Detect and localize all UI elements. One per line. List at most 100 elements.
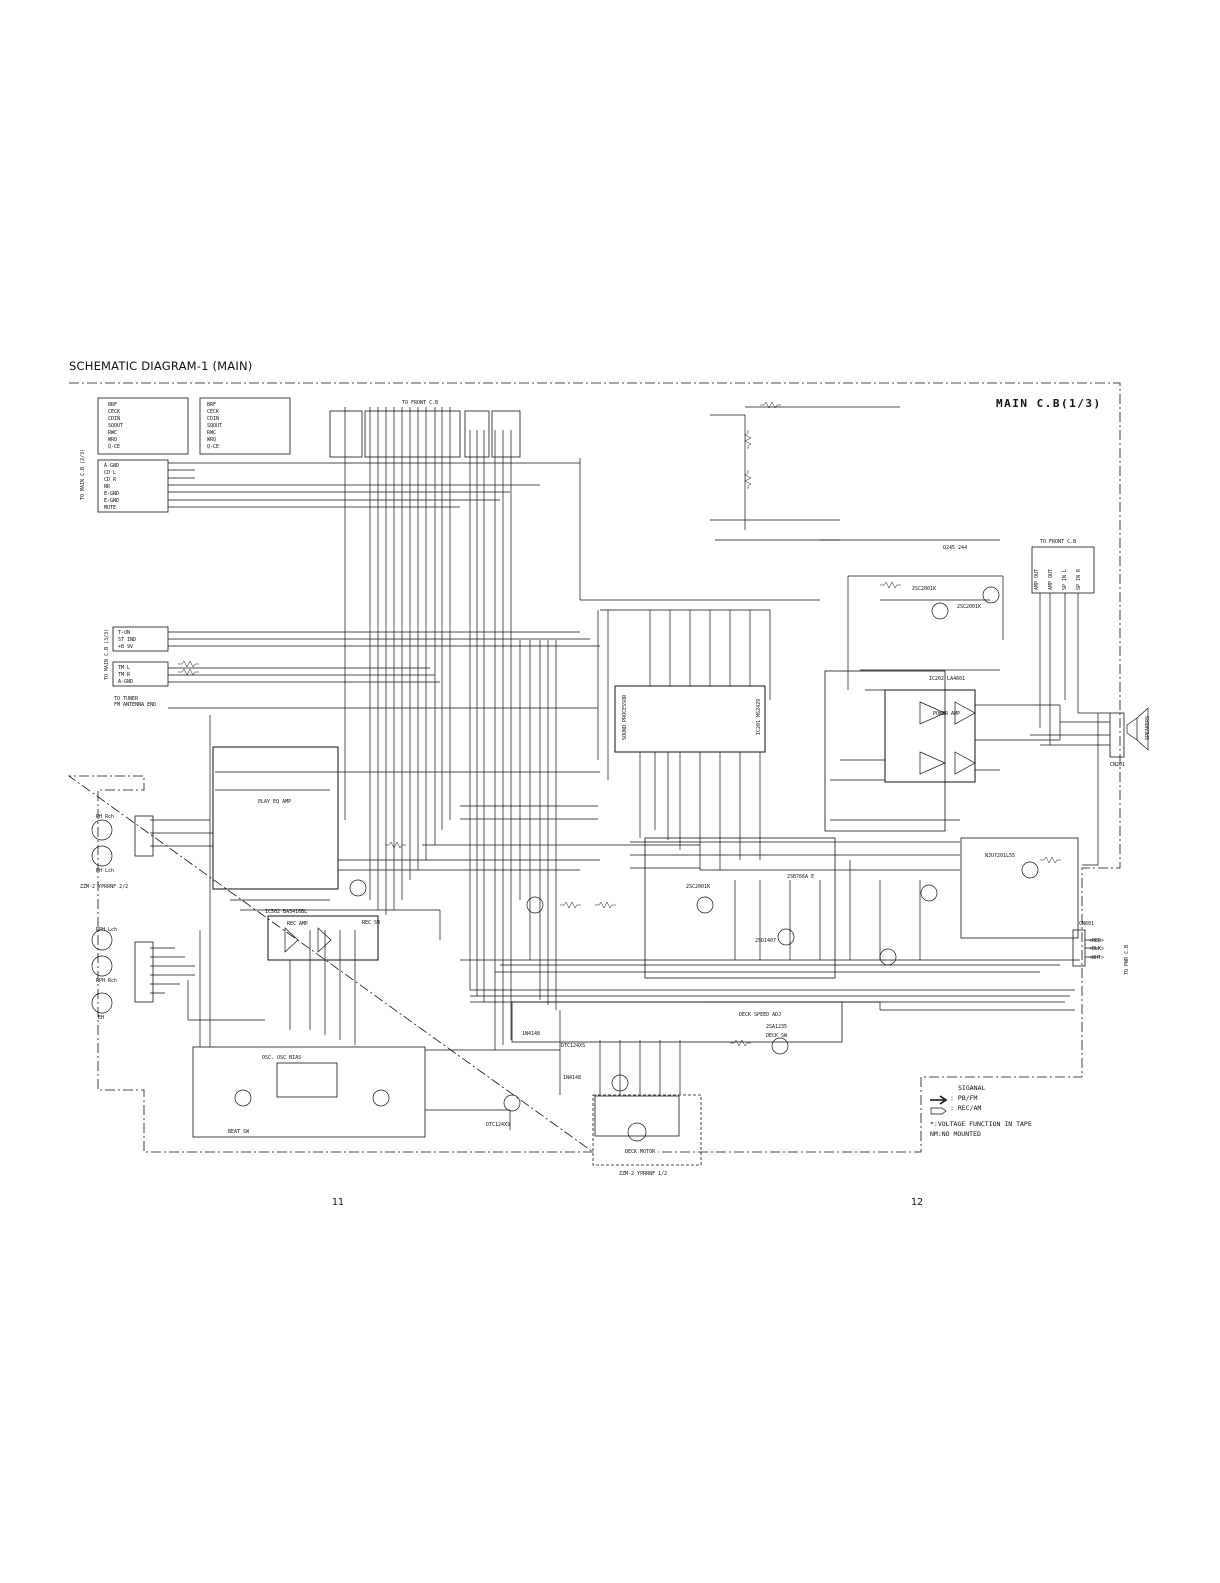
- q244-label: 2SC2001K: [912, 586, 936, 592]
- power-amp-label: POWER AMP: [933, 711, 960, 717]
- transistor-symbol: [349, 879, 367, 897]
- pin-label: SQOUT: [108, 423, 123, 429]
- rph-lch-label: RPH Lch: [96, 927, 117, 933]
- q503-label: 2SD1407: [755, 938, 776, 944]
- rph-rch-label: RPH Rch: [96, 978, 117, 984]
- pin-label: +B 9V: [118, 644, 133, 650]
- board-title: MAIN C.B(1/3): [996, 397, 1102, 410]
- rec-amp-label: REC AMP: [287, 921, 308, 927]
- jack-symbol: [91, 819, 113, 841]
- ic502-label: IC502 BA3416BL: [265, 909, 307, 915]
- pin-label: BRF: [207, 402, 216, 408]
- motor-symbol: [627, 1122, 647, 1142]
- pin-label: SQOUT: [207, 423, 222, 429]
- connector-block: [329, 410, 363, 458]
- wiring: [150, 406, 1110, 1130]
- amp-supply-block: [824, 670, 946, 832]
- connector-block: [97, 459, 169, 513]
- pb-arrow-icon: [930, 1095, 948, 1105]
- front-pin: AMP OUT: [1048, 569, 1054, 590]
- jack-symbol: [91, 992, 113, 1014]
- zzm-bottom-label: ZZM-2 YPRRNF 1/2: [619, 1171, 667, 1177]
- d762-label: 1N4148: [522, 1031, 540, 1037]
- ic202-label: IC202 LA4601: [929, 676, 965, 682]
- connector-block: [112, 661, 169, 687]
- eh-label: EH: [98, 1015, 104, 1021]
- pin-label: CECK: [108, 409, 120, 415]
- jack-symbol: [91, 955, 113, 977]
- sound-processor-label: SOUND PROCESSOR: [622, 694, 628, 740]
- jack-symbol: [91, 845, 113, 867]
- pin-label: TM R: [118, 672, 131, 678]
- beat-sw-label: BEAT SW: [228, 1129, 250, 1135]
- q501-label: 2SC2001K: [686, 884, 710, 890]
- transistor-symbol: [777, 928, 795, 946]
- connector-block: [97, 397, 189, 455]
- board-border: [67, 382, 1121, 1153]
- pin-label: WRQ: [108, 437, 117, 443]
- power-amp-ic: [884, 689, 976, 783]
- deck-connector: [594, 1095, 680, 1137]
- zzm-top-label: ZZM-2 YPRRNF 2/2: [80, 884, 128, 890]
- to-front-cb-right: TO FRONT C.B: [1040, 539, 1076, 545]
- front-pin: SP IN L: [1062, 569, 1068, 590]
- page-number-left: 11: [332, 1197, 345, 1208]
- legend-note-voltage: *:VOLTAGE FUNCTION IN TAPE: [930, 1120, 1032, 1128]
- legend-note-nm: NM:NO MOUNTED: [930, 1130, 981, 1138]
- deck-motor-label: DECK MOTOR: [625, 1149, 656, 1155]
- osc-label: OSC. OSC BIAS: [262, 1055, 301, 1061]
- resistors: [178, 401, 1061, 1047]
- pin-label: Q-CE: [108, 444, 120, 450]
- pwr-pin: <WHT>: [1089, 955, 1104, 961]
- transistor-symbol: [503, 1094, 521, 1112]
- pin-label: CDIN: [108, 416, 120, 422]
- legend: SIGANAL : PB/FM : REC/AM *:VOLTAGE FUNCT…: [930, 1083, 1032, 1139]
- transistor-symbol: [879, 948, 897, 966]
- deck-speed-label: DECK SPEED ADJ: [739, 1012, 781, 1018]
- pwr-connector: [1072, 929, 1086, 967]
- q770-label: 2SA1235: [766, 1024, 787, 1030]
- front-pin: SP IN R: [1076, 568, 1082, 590]
- q245-label: Q245 244: [943, 545, 967, 551]
- rec-amp-ic: [267, 915, 379, 961]
- speakers-label: SPEAKERS: [1145, 716, 1151, 740]
- q762-label: DTC124XS: [561, 1043, 585, 1049]
- pin-label: A-GND: [118, 679, 133, 685]
- connector-block: [1031, 546, 1095, 594]
- components: [91, 586, 1149, 1142]
- ic510-label: NJU7201L55: [985, 853, 1015, 859]
- rec-sw-label: REC SW: [362, 920, 381, 926]
- pin-label: E-GND: [104, 491, 119, 497]
- pin-label: RWC: [108, 430, 117, 436]
- jack-symbol: [91, 929, 113, 951]
- to-front-cb: TO FRONT C.B: [402, 400, 438, 406]
- speaker-icon: [1126, 707, 1149, 751]
- to-pwr-cb: TO PWR C.B: [1124, 945, 1130, 975]
- ic201-label: IC201 M62429: [756, 699, 762, 735]
- transistor-symbol: [696, 896, 714, 914]
- legend-arrows: [930, 1095, 948, 1115]
- rec-arrow-icon: [930, 1107, 947, 1115]
- page-number-right: 12: [911, 1197, 924, 1208]
- to-main-cb-2-3: TO MAIN C.B (2/3): [80, 449, 86, 500]
- osc-coil: [276, 1062, 338, 1098]
- amp-triangles: [919, 701, 976, 775]
- legend-rec: : REC/AM: [950, 1104, 982, 1112]
- d761-label: 1N4148: [563, 1075, 581, 1081]
- pin-label: E-GND: [104, 498, 119, 504]
- pin-label: NR: [104, 484, 111, 490]
- cn201-connector: [1109, 712, 1125, 758]
- connector-block: [364, 410, 461, 458]
- ic502: [212, 746, 339, 890]
- front-pin: AMP OUT: [1034, 569, 1040, 590]
- pwr-pin: <BLK>: [1089, 946, 1104, 952]
- transistor-symbol: [982, 586, 1000, 604]
- transistor-symbol: [526, 896, 544, 914]
- pin-label: ST IND: [118, 637, 136, 643]
- q505-label: 2SB766A E: [787, 874, 814, 880]
- q243-label: 2SC2001K: [957, 604, 981, 610]
- motor-driver-block: [511, 1001, 843, 1043]
- legend-pb: : PB/FM: [950, 1094, 978, 1102]
- cn601-label: CN601: [1079, 921, 1094, 927]
